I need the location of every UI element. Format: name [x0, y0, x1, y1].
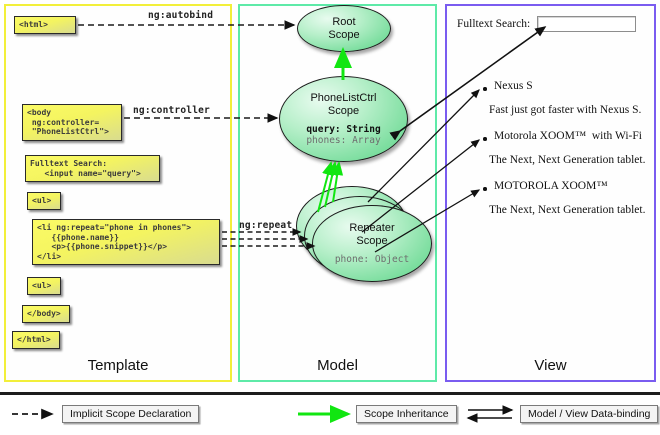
- code-box-body-open: <body ng:controller= "PhoneListCtrl">: [22, 104, 122, 141]
- legend-item-scope-inheritance: Scope Inheritance: [356, 405, 457, 423]
- connector-label-repeat: ng:repeat: [239, 220, 293, 231]
- scope-prop-phones: phones: Array: [306, 135, 381, 146]
- scope-prop-query: query: String: [306, 124, 381, 135]
- view-item-title-1: Motorola XOOM™ with Wi-Fi: [494, 130, 642, 142]
- scope-phonelistctrl[interactable]: PhoneListCtrl Scope query: String phones…: [279, 76, 408, 162]
- scope-repeater-props: phone: Object: [335, 254, 409, 265]
- view-search-label: Fulltext Search:: [457, 18, 531, 30]
- code-box-body-close: </body>: [22, 305, 70, 323]
- connector-label-controller: ng:controller: [133, 105, 210, 116]
- panel-view: View: [445, 4, 656, 382]
- view-list-bullet-1: [483, 137, 487, 141]
- code-box-li-repeat: <li ng:repeat="phone in phones"> {{phone…: [32, 219, 220, 265]
- view-item-snippet-1: The Next, Next Generation tablet.: [489, 154, 646, 166]
- view-item-snippet-2: The Next, Next Generation tablet.: [489, 204, 646, 216]
- code-box-ul-open: <ul>: [27, 192, 61, 210]
- scope-root-title: Root Scope: [328, 16, 360, 41]
- view-item-title-2: MOTOROLA XOOM™: [494, 180, 608, 192]
- scope-root[interactable]: Root Scope: [297, 5, 391, 52]
- code-box-fulltext-search: Fulltext Search: <input name="query">: [25, 155, 160, 182]
- view-item-title-0: Nexus S: [494, 80, 533, 92]
- code-box-html-close: </html>: [12, 331, 60, 349]
- scope-phonelistctrl-props: query: String phones: Array: [306, 124, 380, 146]
- scope-repeater-title: Repeater Scope: [349, 222, 395, 247]
- panel-view-label: View: [534, 357, 567, 374]
- scope-phonelistctrl-title: PhoneListCtrl Scope: [310, 92, 377, 117]
- scope-prop-phone: phone: Object: [334, 254, 410, 265]
- legend-item-model-view-data-binding: Model / View Data-binding: [520, 405, 659, 423]
- code-box-ul-close: <ul>: [27, 277, 61, 295]
- panel-template-label: Template: [87, 357, 149, 374]
- connector-label-autobind: ng:autobind: [148, 10, 214, 21]
- view-list-bullet-0: [483, 87, 487, 91]
- view-search-input[interactable]: [537, 16, 636, 32]
- code-box-html-open: <html>: [14, 16, 76, 34]
- view-list-bullet-2: [483, 187, 487, 191]
- scope-repeater[interactable]: Repeater Scope phone: Object: [312, 205, 432, 282]
- legend-item-implicit-scope-declaration: Implicit Scope Declaration: [62, 405, 200, 423]
- legend-divider: [0, 392, 660, 395]
- view-item-snippet-0: Fast just got faster with Nexus S.: [489, 104, 642, 116]
- panel-model-label: Model: [317, 357, 358, 374]
